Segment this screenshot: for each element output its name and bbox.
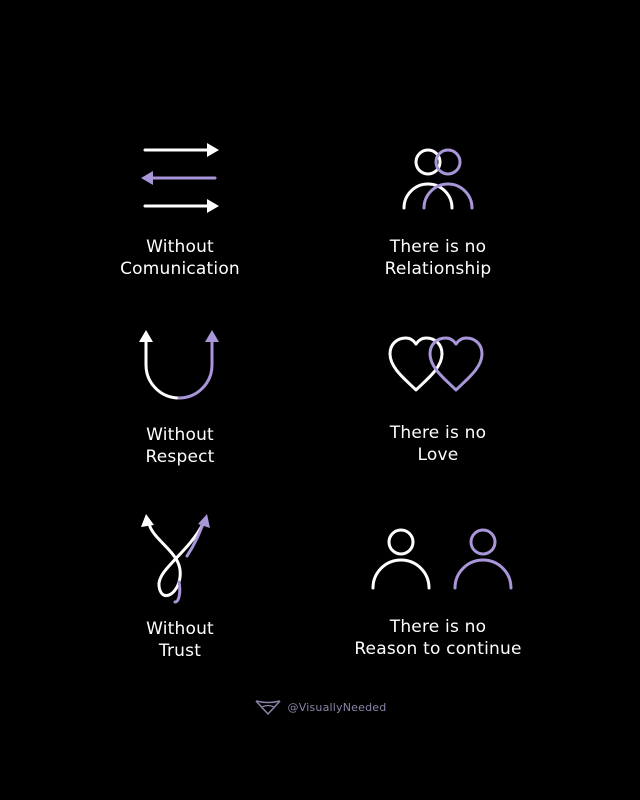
- item-label: There is no Love: [390, 422, 486, 466]
- label-line-1: Without: [146, 619, 214, 639]
- item-label: There is no Relationship: [385, 236, 492, 280]
- label-line-1: There is no: [389, 617, 487, 637]
- item-without-trust: Without Trust: [50, 512, 310, 662]
- label-line-2: Reason to continue: [354, 639, 522, 659]
- two-people-overlap-icon: [402, 148, 474, 210]
- visually-needed-logo-icon: [254, 700, 281, 715]
- item-no-relationship: There is no Relationship: [308, 140, 568, 280]
- label-line-1: There is no: [389, 237, 487, 257]
- label-line-2: Relationship: [384, 259, 492, 279]
- label-line-1: Without: [146, 425, 214, 445]
- label-line-2: Respect: [145, 447, 215, 467]
- footer-handle[interactable]: @VisuallyNeeded: [287, 700, 387, 714]
- item-label: Without Comunication: [120, 236, 240, 280]
- item-no-reason-to-continue: There is no Reason to continue: [308, 526, 568, 660]
- u-turn-arrows-icon: [139, 330, 219, 400]
- item-label: Without Respect: [145, 424, 214, 468]
- two-people-apart-icon: [371, 528, 513, 590]
- arrows-exchange-icon: [141, 143, 219, 213]
- label-line-1: Without: [146, 237, 214, 257]
- two-hearts-icon: [388, 336, 484, 392]
- item-without-respect: Without Respect: [50, 326, 310, 468]
- label-line-2: Love: [417, 445, 459, 465]
- footer-credit: @VisuallyNeeded: [0, 698, 640, 716]
- twisted-arrows-icon: [141, 514, 210, 604]
- label-line-2: Trust: [158, 641, 202, 661]
- item-no-love: There is no Love: [308, 334, 568, 466]
- item-without-communication: Without Comunication: [50, 138, 310, 280]
- item-label: There is no Reason to continue: [354, 616, 521, 660]
- label-line-2: Comunication: [120, 259, 240, 279]
- item-label: Without Trust: [146, 618, 214, 662]
- label-line-1: There is no: [389, 423, 487, 443]
